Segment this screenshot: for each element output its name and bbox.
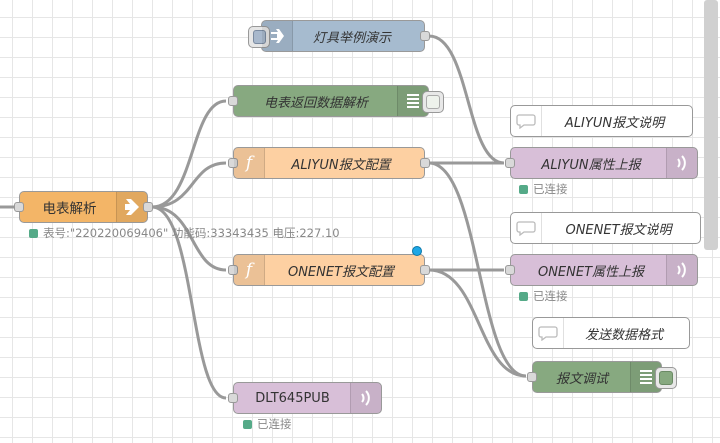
comment-icon (511, 213, 542, 243)
status-dot (29, 228, 38, 238)
arrow-right-icon (116, 192, 147, 222)
comment-icon (511, 106, 542, 136)
node-label: ALIYUN报文配置 (291, 157, 391, 173)
vertical-scrollbar[interactable] (704, 0, 718, 250)
node-label: DLT645PUB (255, 390, 330, 406)
wire-meter-to-onenet (151, 205, 227, 272)
status-text: 已连接 (257, 417, 292, 431)
mqtt-node-dlt645pub[interactable]: DLT645PUB (228, 382, 382, 414)
onenet-status: 已连接 (519, 288, 568, 304)
comment-node-format[interactable]: 发送数据格式 (532, 317, 690, 349)
wire-meter-to-dlt (151, 205, 227, 400)
node-changed-indicator (412, 246, 422, 256)
input-port[interactable] (228, 265, 238, 275)
input-port[interactable] (228, 96, 238, 106)
status-dot (519, 184, 528, 194)
wire-meter-to-aliyun (151, 161, 227, 209)
output-port[interactable] (420, 158, 430, 168)
input-port[interactable] (505, 265, 515, 275)
status-text: 已连接 (533, 182, 568, 196)
signal-icon (350, 383, 381, 413)
input-port[interactable] (14, 202, 24, 212)
input-port[interactable] (228, 158, 238, 168)
input-port[interactable] (527, 372, 537, 382)
status-dot (243, 419, 252, 429)
mqtt-node-onenet[interactable]: ONENET属性上报 (505, 254, 698, 286)
node-label: ONENET属性上报 (537, 264, 645, 280)
comment-node-onenet[interactable]: ONENET报文说明 (510, 212, 701, 244)
node-label: 报文调试 (555, 371, 608, 387)
node-label: ONENET报文配置 (287, 264, 395, 280)
comment-node-aliyun[interactable]: ALIYUN报文说明 (510, 105, 693, 137)
wire-onenet-to-debug (428, 268, 527, 378)
wire-meter-to-debug (151, 99, 227, 209)
arrow-right-icon (262, 21, 293, 51)
debug-toggle-button[interactable] (655, 367, 677, 389)
input-port[interactable] (505, 158, 515, 168)
mqtt-node-aliyun[interactable]: ALIYUN属性上报 (505, 147, 698, 179)
node-label: 电表返回数据解析 (263, 95, 368, 111)
node-label: ALIYUN报文说明 (564, 115, 665, 131)
output-port[interactable] (420, 31, 430, 41)
wire-inject-to-aliyun-out (428, 34, 505, 165)
parser-node-meter[interactable]: 电表解析 (14, 191, 153, 223)
status-text: 表号:"220220069406" 功能码:33343435 电压:227.10 (43, 226, 340, 240)
node-label: 灯具举例演示 (312, 30, 391, 46)
output-port[interactable] (143, 202, 153, 212)
status-text: 已连接 (533, 289, 568, 303)
output-port[interactable] (420, 265, 430, 275)
signal-icon (666, 148, 697, 178)
aliyun-status: 已连接 (519, 181, 568, 197)
node-label: 电表解析 (42, 201, 97, 217)
node-label: ONENET报文说明 (565, 222, 672, 238)
function-icon: f (234, 255, 265, 285)
function-node-aliyun[interactable]: f ALIYUN报文配置 (228, 147, 430, 179)
input-port[interactable] (228, 393, 238, 403)
inject-node-demo[interactable]: 灯具举例演示 (248, 20, 430, 52)
inject-trigger-button[interactable] (248, 26, 270, 48)
debug-node-meter[interactable]: 电表返回数据解析 (228, 85, 444, 117)
function-icon: f (234, 148, 265, 178)
status-dot (519, 291, 528, 301)
function-node-onenet[interactable]: f ONENET报文配置 (228, 254, 430, 286)
node-label: 发送数据格式 (584, 327, 663, 343)
dlt-status: 已连接 (243, 416, 292, 432)
signal-icon (666, 255, 697, 285)
comment-icon (533, 318, 564, 348)
node-label: ALIYUN属性上报 (541, 157, 641, 173)
debug-node-message[interactable]: 报文调试 (527, 361, 677, 393)
parser-status: 表号:"220220069406" 功能码:33343435 电压:227.10 (29, 225, 340, 241)
debug-toggle-button[interactable] (422, 91, 444, 113)
